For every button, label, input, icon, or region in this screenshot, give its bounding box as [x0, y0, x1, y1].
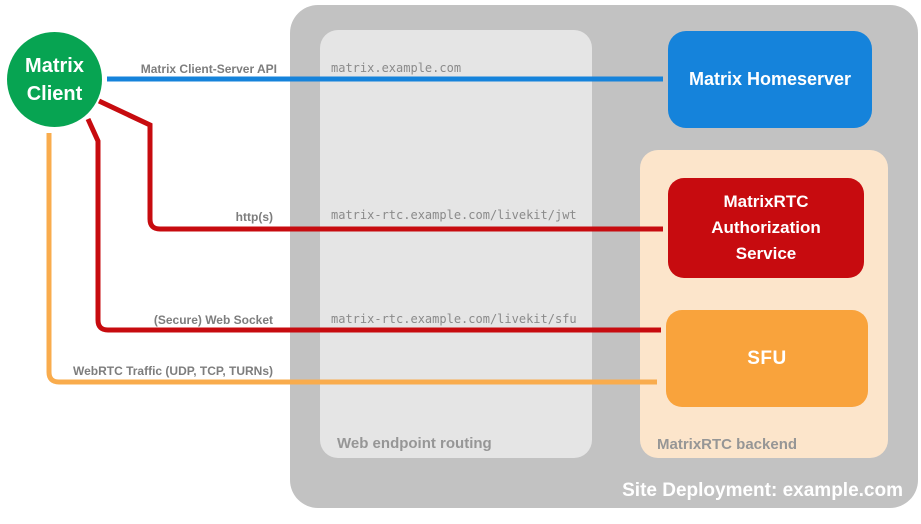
webrtc-traffic-arrow-label: WebRTC Traffic (UDP, TCP, TURNs) — [72, 364, 273, 378]
web-endpoint-routing-box: Web endpoint routing — [320, 30, 592, 458]
endpoint-label-livekit-jwt: matrix-rtc.example.com/livekit/jwt — [331, 208, 577, 222]
https-arrow-label: http(s) — [235, 210, 273, 224]
endpoint-label-livekit-sfu: matrix-rtc.example.com/livekit/sfu — [331, 312, 577, 326]
matrixrtc-authorization-service-node: MatrixRTC Authorization Service — [668, 178, 864, 278]
matrixrtc-backend-label: MatrixRTC backend — [657, 436, 798, 453]
web-endpoint-routing-label: Web endpoint routing — [337, 435, 492, 452]
websocket-arrow-label: (Secure) Web Socket — [153, 313, 273, 327]
client-server-api-arrow-label: Matrix Client-Server API — [140, 62, 277, 76]
matrix-homeserver-node: Matrix Homeserver — [668, 31, 872, 128]
endpoint-label-matrix: matrix.example.com — [331, 61, 462, 75]
sfu-node: SFU — [666, 310, 868, 407]
matrix-client-node: Matrix Client — [7, 32, 102, 127]
site-deployment-label: Site Deployment: example.com — [622, 480, 903, 501]
